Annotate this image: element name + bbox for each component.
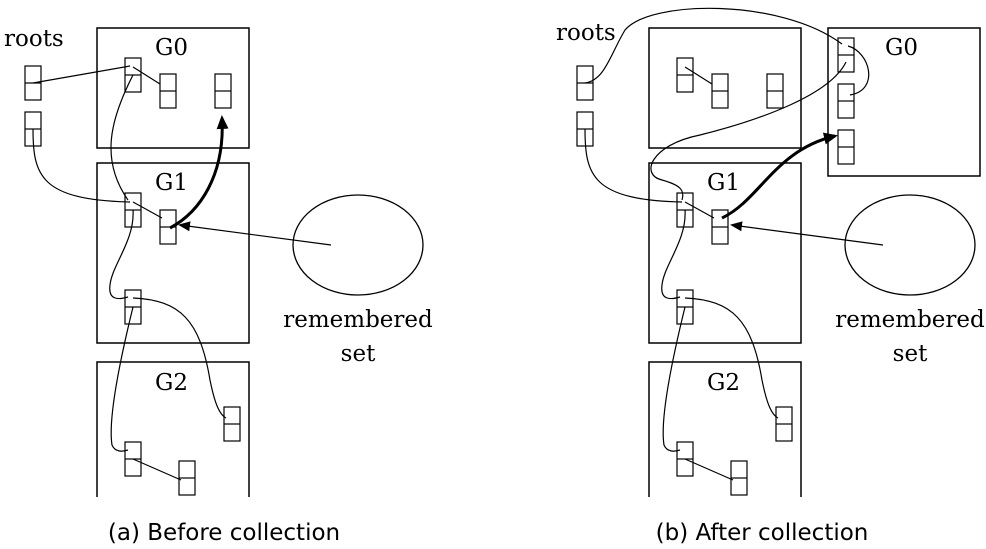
remembered-set-label-line1: remembered [283,307,433,333]
remembered-set-pointer [178,221,332,246]
gen0-label: G0 [155,35,188,61]
roots-label: roots [556,20,616,46]
caption-after: (b) After collection [656,520,869,546]
remembered-set-label-line2: set [341,341,376,367]
remembered-set-label-line1: remembered [835,307,985,333]
gen2-label: G2 [707,370,740,396]
object-cell [159,209,177,245]
panel-before-collection: G0 G1 G2 roots [4,26,433,546]
remembered-set-pointer [730,221,884,246]
remembered-set-label-line2: set [893,341,928,367]
intergenerational-pointer [721,132,838,220]
gen0-label: G0 [885,35,918,61]
stale-pointer [684,66,713,85]
pointer-lines [32,65,227,481]
remembered-set-ellipse [844,194,976,296]
object-cell [711,73,729,109]
object-cell [837,129,855,165]
object-cell [837,83,855,119]
object-cell [178,460,196,496]
object-cell [766,73,784,109]
object-cell [730,460,748,496]
remembered-set-ellipse [292,194,424,296]
gen1-label: G1 [155,170,188,196]
gen1-label: G1 [707,170,740,196]
panel-after-collection: G0 G1 G2 roots [556,7,985,546]
gen2-label: G2 [155,370,188,396]
object-cell [159,73,177,109]
object-cell [223,406,241,442]
pointer-lines [584,7,870,481]
caption-before: (a) Before collection [108,520,340,546]
roots-label: roots [4,26,64,52]
object-cell [676,57,694,93]
object-cell [214,73,232,109]
object-cell [775,406,793,442]
